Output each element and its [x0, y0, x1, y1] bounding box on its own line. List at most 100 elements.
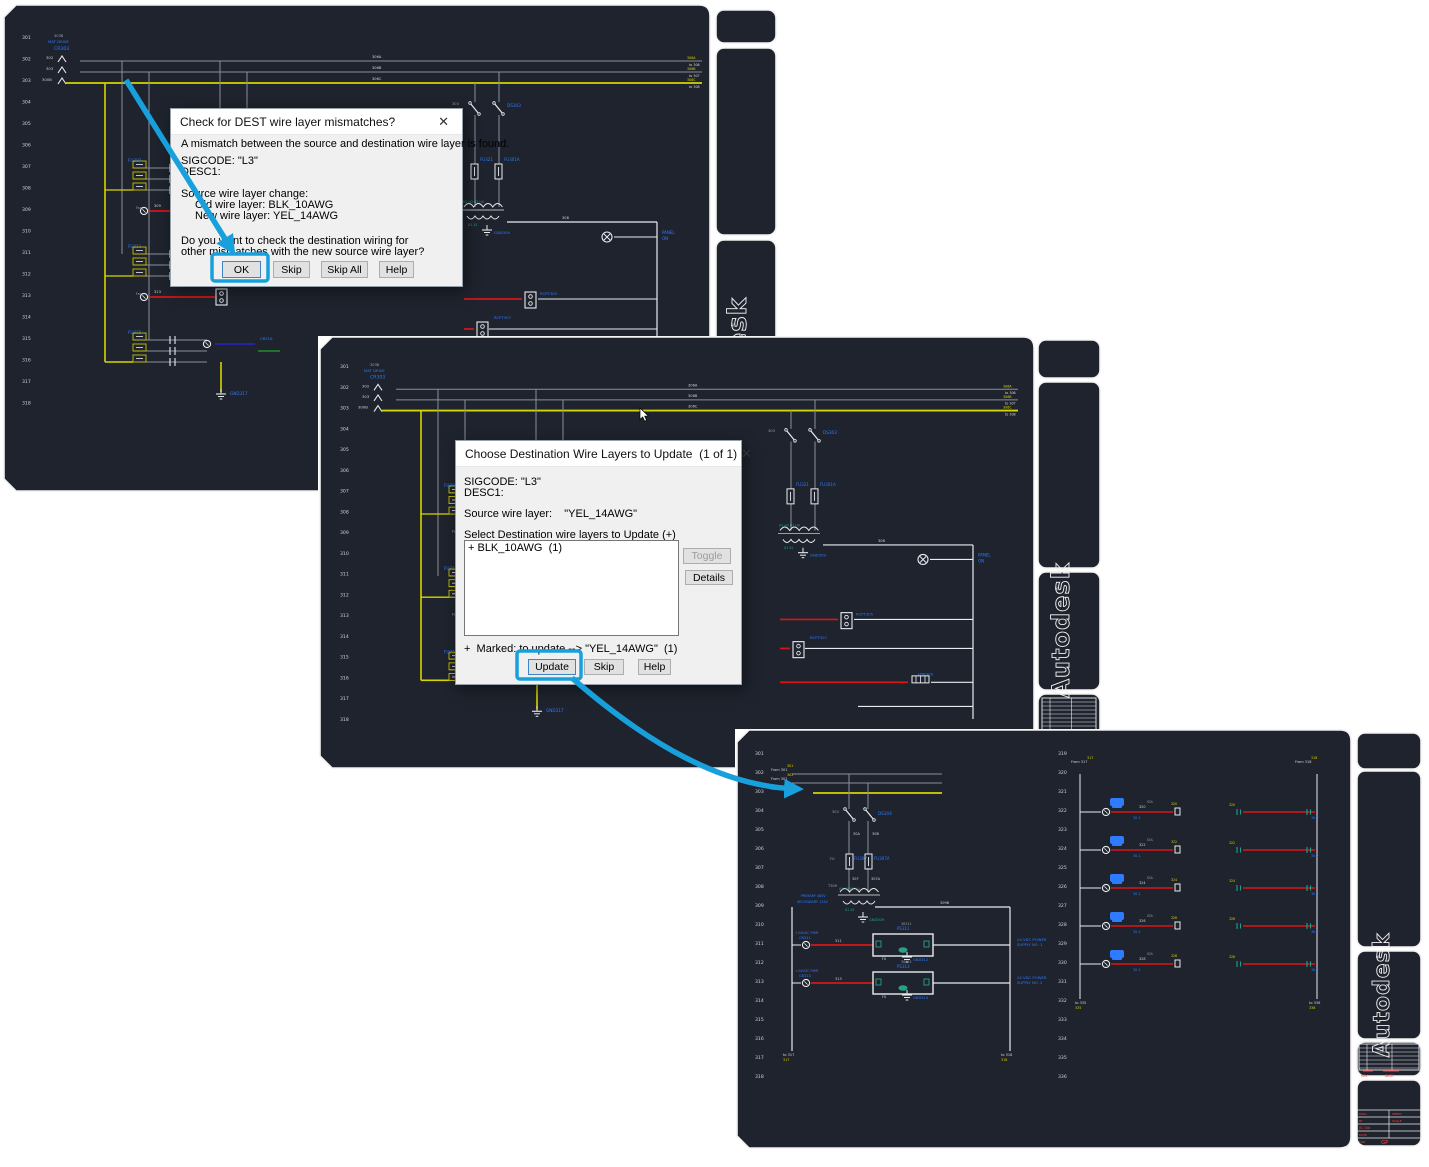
svg-text:317: 317	[340, 696, 349, 702]
svg-text:305: 305	[22, 121, 31, 127]
svg-text:FU307A: FU307A	[874, 856, 890, 861]
svg-text:308: 308	[340, 509, 349, 515]
svg-text:306C: 306C	[688, 405, 698, 409]
svg-text:328: 328	[1229, 955, 1235, 959]
svg-text:320: 320	[1058, 770, 1067, 776]
svg-text:GND317: GND317	[546, 708, 564, 713]
svg-text:T309: T309	[827, 884, 838, 888]
svg-text:JIC Std: JIC Std	[1358, 1126, 1370, 1130]
svg-text:331: 331	[1058, 979, 1067, 985]
svg-text:307: 307	[755, 865, 764, 871]
svg-text:309: 309	[340, 530, 349, 536]
svg-text:PS313: PS313	[897, 964, 910, 969]
source-layer-line: Source wire layer: "YEL_14AWG"	[464, 508, 638, 520]
svg-text:335: 335	[1075, 1006, 1081, 1010]
ok-button[interactable]: OK	[222, 261, 261, 278]
svg-text:From 303: From 303	[771, 787, 787, 791]
svg-text:DS303: DS303	[823, 430, 837, 435]
autodesk-logo: Autodesk	[1047, 562, 1075, 697]
svg-text:30-1: 30-1	[1133, 816, 1141, 820]
svg-text:306A: 306A	[688, 383, 698, 387]
list-item[interactable]: + BLK_10AWG (1)	[468, 542, 563, 554]
svg-text:302: 302	[46, 55, 54, 60]
svg-text:to 336: to 336	[1309, 1001, 1320, 1005]
update-button[interactable]: Update	[528, 659, 576, 675]
svg-text:30-2: 30-2	[1311, 930, 1319, 934]
svg-text:308: 308	[22, 186, 31, 192]
svg-text:328: 328	[1171, 954, 1177, 958]
svg-text:334: 334	[1058, 1036, 1067, 1042]
svg-text:SOL: SOL	[1147, 876, 1154, 880]
svg-text:FU301A: FU301A	[504, 157, 520, 162]
svg-text:304: 304	[340, 426, 349, 432]
svg-text:RCPT305: RCPT305	[856, 612, 874, 617]
svg-text:303: 303	[755, 789, 764, 795]
svg-text:to 318: to 318	[1001, 1053, 1012, 1057]
svg-text:H1 H3 H2 H4: H1 H3 H2 H4	[839, 887, 860, 891]
svg-text:GND314: GND314	[913, 996, 929, 1000]
svg-text:®: ®	[1375, 954, 1382, 959]
close-icon[interactable]: ✕	[741, 446, 753, 461]
skip-button[interactable]: Skip	[273, 261, 310, 278]
svg-text:329: 329	[1058, 941, 1067, 947]
svg-text:322: 322	[1058, 808, 1067, 814]
svg-text:GND317: GND317	[230, 391, 248, 396]
svg-text:315: 315	[22, 336, 31, 342]
svg-text:311: 311	[835, 939, 842, 943]
svg-text:311: 311	[22, 250, 31, 256]
svg-text:326: 326	[1058, 884, 1067, 890]
svg-text:316: 316	[755, 1036, 764, 1042]
svg-text:30-2: 30-2	[1311, 968, 1319, 972]
details-button[interactable]: Details	[685, 570, 733, 585]
svg-text:30-1: 30-1	[1133, 930, 1141, 934]
marked-line: + Marked: to update --> "YEL_14AWG" (1)	[464, 643, 678, 655]
skip-all-button[interactable]: Skip All	[321, 261, 368, 278]
dialog-title-bar[interactable]: Choose Destination Wire Layers to Update…	[456, 441, 752, 467]
svg-text:301: 301	[340, 364, 349, 370]
svg-text:DATE: DATE	[1385, 1074, 1393, 1078]
svg-text:324: 324	[1139, 881, 1145, 885]
svg-text:302: 302	[22, 57, 31, 63]
svg-text:PANEL: PANEL	[662, 230, 675, 235]
svg-text:306B: 306B	[688, 394, 698, 398]
close-icon[interactable]: ✕	[438, 114, 449, 129]
svg-text:®: ®	[1054, 586, 1061, 591]
svg-text:303: 303	[340, 406, 349, 412]
dialog-title-bar[interactable]: Check for DEST wire layer mismatches? ✕	[171, 109, 462, 135]
destination-layer-list[interactable]: + BLK_10AWG (1)	[464, 540, 679, 636]
svg-text:303B: 303B	[54, 34, 64, 38]
svg-text:301: 301	[755, 751, 764, 757]
svg-text:Fan: Fan	[452, 613, 458, 617]
svg-text:to 317: to 317	[783, 1053, 794, 1057]
dialog-title: Check for DEST wire layer mismatches?	[180, 114, 396, 129]
svg-text:RCPT307: RCPT307	[494, 315, 512, 320]
help-button[interactable]: Help	[379, 261, 414, 278]
svg-text:336: 336	[1309, 1006, 1315, 1010]
svg-text:GP: GP	[1381, 1140, 1389, 1146]
svg-text:FU321: FU321	[796, 482, 809, 487]
svg-text:301: 301	[787, 764, 793, 768]
svg-text:BY: BY	[1359, 1119, 1363, 1123]
svg-text:30313: 30313	[901, 960, 912, 964]
svg-text:to 308: to 308	[689, 85, 700, 89]
svg-text:322: 322	[1229, 841, 1235, 845]
svg-text:CR303: CR303	[370, 375, 385, 381]
svg-text:313: 313	[340, 613, 349, 619]
svg-text:SUPPLY NO. 2: SUPPLY NO. 2	[1017, 980, 1043, 985]
svg-text:309: 309	[755, 903, 764, 909]
help-button[interactable]: Help	[638, 659, 671, 675]
svg-text:FU311: FU311	[444, 566, 458, 571]
svg-text:318: 318	[22, 401, 31, 407]
svg-text:317: 317	[22, 379, 31, 385]
svg-text:From 317: From 317	[1071, 760, 1087, 764]
svg-text:30B: 30B	[872, 832, 879, 836]
svg-text:CB311: CB311	[799, 936, 811, 940]
toggle-button[interactable]: Toggle	[683, 548, 731, 564]
svg-text:Fan: Fan	[136, 292, 142, 296]
question-line2: other mismatches with the new source wir…	[181, 246, 425, 258]
svg-text:X1 X2: X1 X2	[845, 908, 854, 912]
svg-text:+24VDC PWR: +24VDC PWR	[795, 931, 819, 935]
skip-button[interactable]: Skip	[584, 659, 624, 675]
sigcode-line: SIGCODE: "L3"	[464, 476, 541, 488]
svg-text:306: 306	[340, 468, 349, 474]
